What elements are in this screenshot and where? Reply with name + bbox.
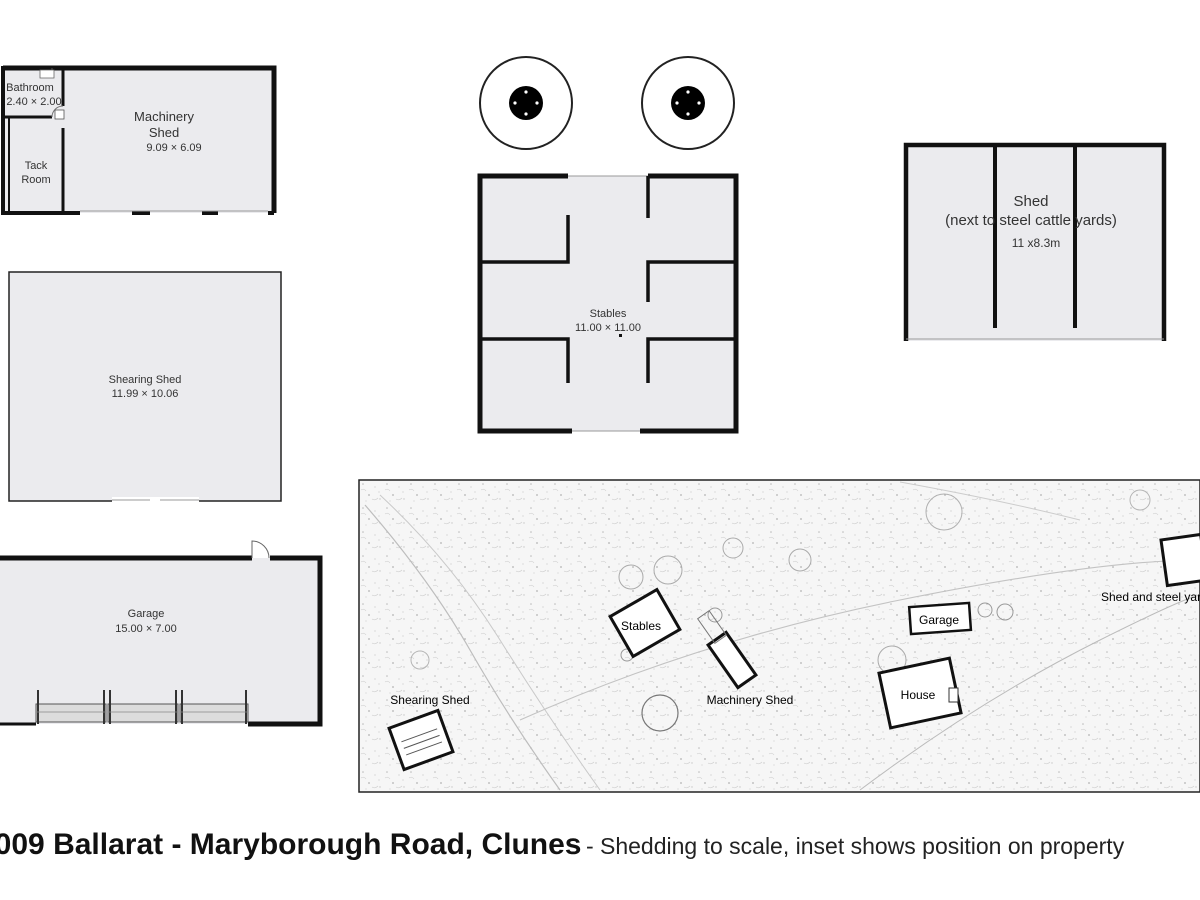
water-tank: [479, 56, 573, 150]
property-address: 1009 Ballarat - Maryborough Road, Clunes: [0, 828, 582, 861]
footer: 1009 Ballarat - Maryborough Road, Clunes…: [0, 828, 1200, 872]
inset-label-machinery-shed: Machinery Shed: [707, 693, 794, 707]
garage-dims: 15.00 × 7.00: [115, 623, 176, 635]
inset-label-garage: Garage: [919, 613, 959, 627]
tack-room-name-2: Room: [21, 174, 50, 186]
aerial-inset: Stables Machinery Shed Shearing Shed Gar…: [358, 479, 1200, 793]
garage-doors: [35, 690, 249, 724]
shed-plan: Shed (next to steel cattle yards) 11 x8.…: [903, 142, 1167, 341]
inset-garage-marker: [907, 601, 973, 636]
water-tank: [641, 56, 735, 150]
stables-name: Stables: [590, 308, 627, 320]
shed-note: (next to steel cattle yards): [945, 212, 1117, 229]
machinery-shed-name-1: Machinery: [134, 109, 194, 124]
shearing-shed-name: Shearing Shed: [109, 374, 182, 386]
inset-house-marker: [877, 656, 963, 730]
inset-stables-marker: [608, 587, 682, 659]
machinery-shed-dims: 9.09 × 6.09: [146, 142, 201, 154]
inset-machinery-shed-marker: [696, 610, 759, 690]
shearing-shed-dims: 11.99 × 10.06: [112, 388, 179, 400]
stables-plan: Stables 11.00 × 11.00: [477, 173, 739, 434]
stables-dims: 11.00 × 11.00: [575, 322, 641, 334]
inset-label-stables: Stables: [621, 619, 661, 633]
footer-caption: - Shedding to scale, inset shows positio…: [585, 833, 1125, 859]
inset-label-house: House: [901, 688, 936, 702]
machinery-shed-plan: Bathroom 2.40 × 2.00 Machinery Shed 9.09…: [1, 65, 277, 215]
garage-name: Garage: [128, 608, 165, 620]
garage-plan: Garage 15.00 × 7.00: [0, 540, 323, 727]
inset-label-shearing-shed: Shearing Shed: [390, 693, 469, 707]
inset-shed-marker: [1159, 532, 1200, 588]
shearing-shed-plan: Shearing Shed 11.99 × 10.06: [8, 271, 282, 503]
inset-terrain: [364, 481, 1200, 791]
shed-dims: 11 x8.3m: [1012, 236, 1060, 250]
machinery-shed-name-2: Shed: [149, 125, 179, 140]
tack-room-name-1: Tack: [25, 160, 48, 172]
shed-name: Shed: [1013, 193, 1048, 210]
bathroom-name: Bathroom: [6, 82, 54, 94]
bathroom-dims: 2.40 × 2.00: [6, 96, 61, 108]
inset-shearing-shed-marker: [387, 708, 455, 772]
inset-label-shed-and-yards: Shed and steel yards: [1101, 590, 1200, 604]
